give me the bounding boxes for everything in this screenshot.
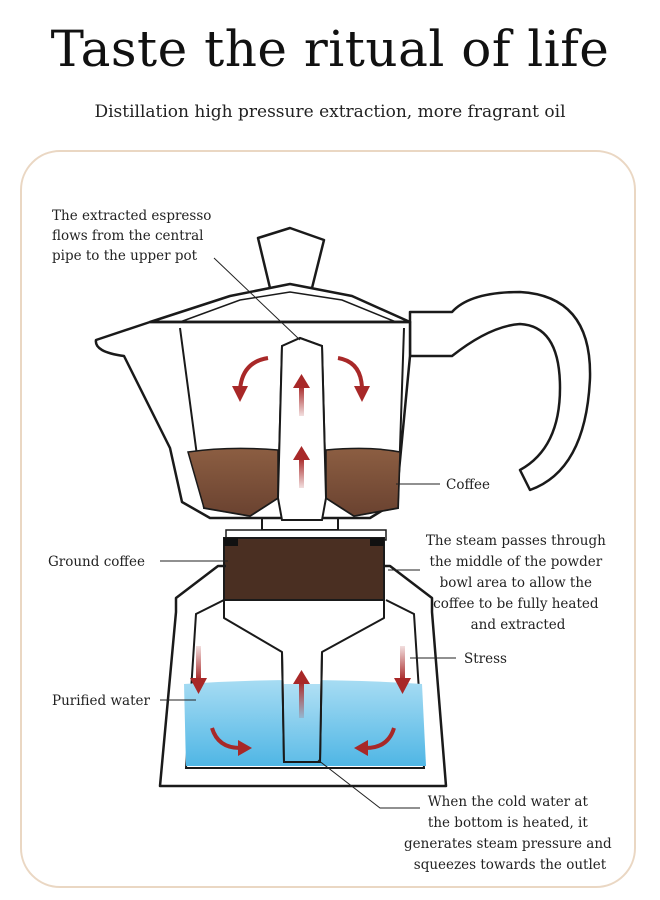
arrow-curve-right [337,356,364,391]
coffee-liquid-left [187,447,279,517]
coffee-liquid-right [325,447,401,517]
arrow-curve-water-right [365,727,396,750]
label-steam-line: and extracted [471,617,566,633]
label-espresso-flow: The extracted espresso flows from the ce… [52,208,216,264]
label-espresso-flow-line: pipe to the upper pot [52,248,198,264]
pot-handle [408,290,592,492]
central-pipe-upper [276,336,328,521]
page-title: Taste the ritual of life [50,20,610,78]
label-steam-line: the middle of the powder [430,554,603,570]
arrow-down-left [190,646,207,694]
label-espresso-flow-line: flows from the central [52,228,203,244]
label-stress: Stress [464,651,507,667]
label-ground-coffee: Ground coffee [48,554,145,570]
pot-lid [148,282,412,324]
label-steam-passes: The steam passes through the middle of t… [426,533,610,633]
label-cold-water-line: the bottom is heated, it [428,815,588,831]
label-cold-water-line: When the cold water at [428,794,589,810]
arrow-curve-water-left [210,727,241,750]
arrow-curve-left [238,356,269,391]
label-steam-line: bowl area to allow the [440,575,592,591]
arrow-down-right [394,646,411,694]
label-steam-line: The steam passes through [426,533,606,549]
arrow-up-central-top [293,374,310,416]
page-subtitle: Distillation high pressure extraction, m… [94,102,566,122]
label-purified-water: Purified water [52,693,150,709]
boiler-outer [158,564,448,788]
label-cold-water-line: generates steam pressure and [404,836,612,852]
lid-knob [256,226,326,290]
label-coffee: Coffee [446,477,490,493]
label-cold-water-line: squeezes towards the outlet [414,857,607,873]
arrow-up-central-mid [293,446,310,488]
label-steam-line: coffee to be fully heated [433,596,599,612]
label-cold-water: When the cold water at the bottom is hea… [404,794,616,873]
arrow-up-funnel [293,670,310,718]
label-espresso-flow-line: The extracted espresso [52,208,211,224]
filter-basket-coffee [223,537,385,601]
